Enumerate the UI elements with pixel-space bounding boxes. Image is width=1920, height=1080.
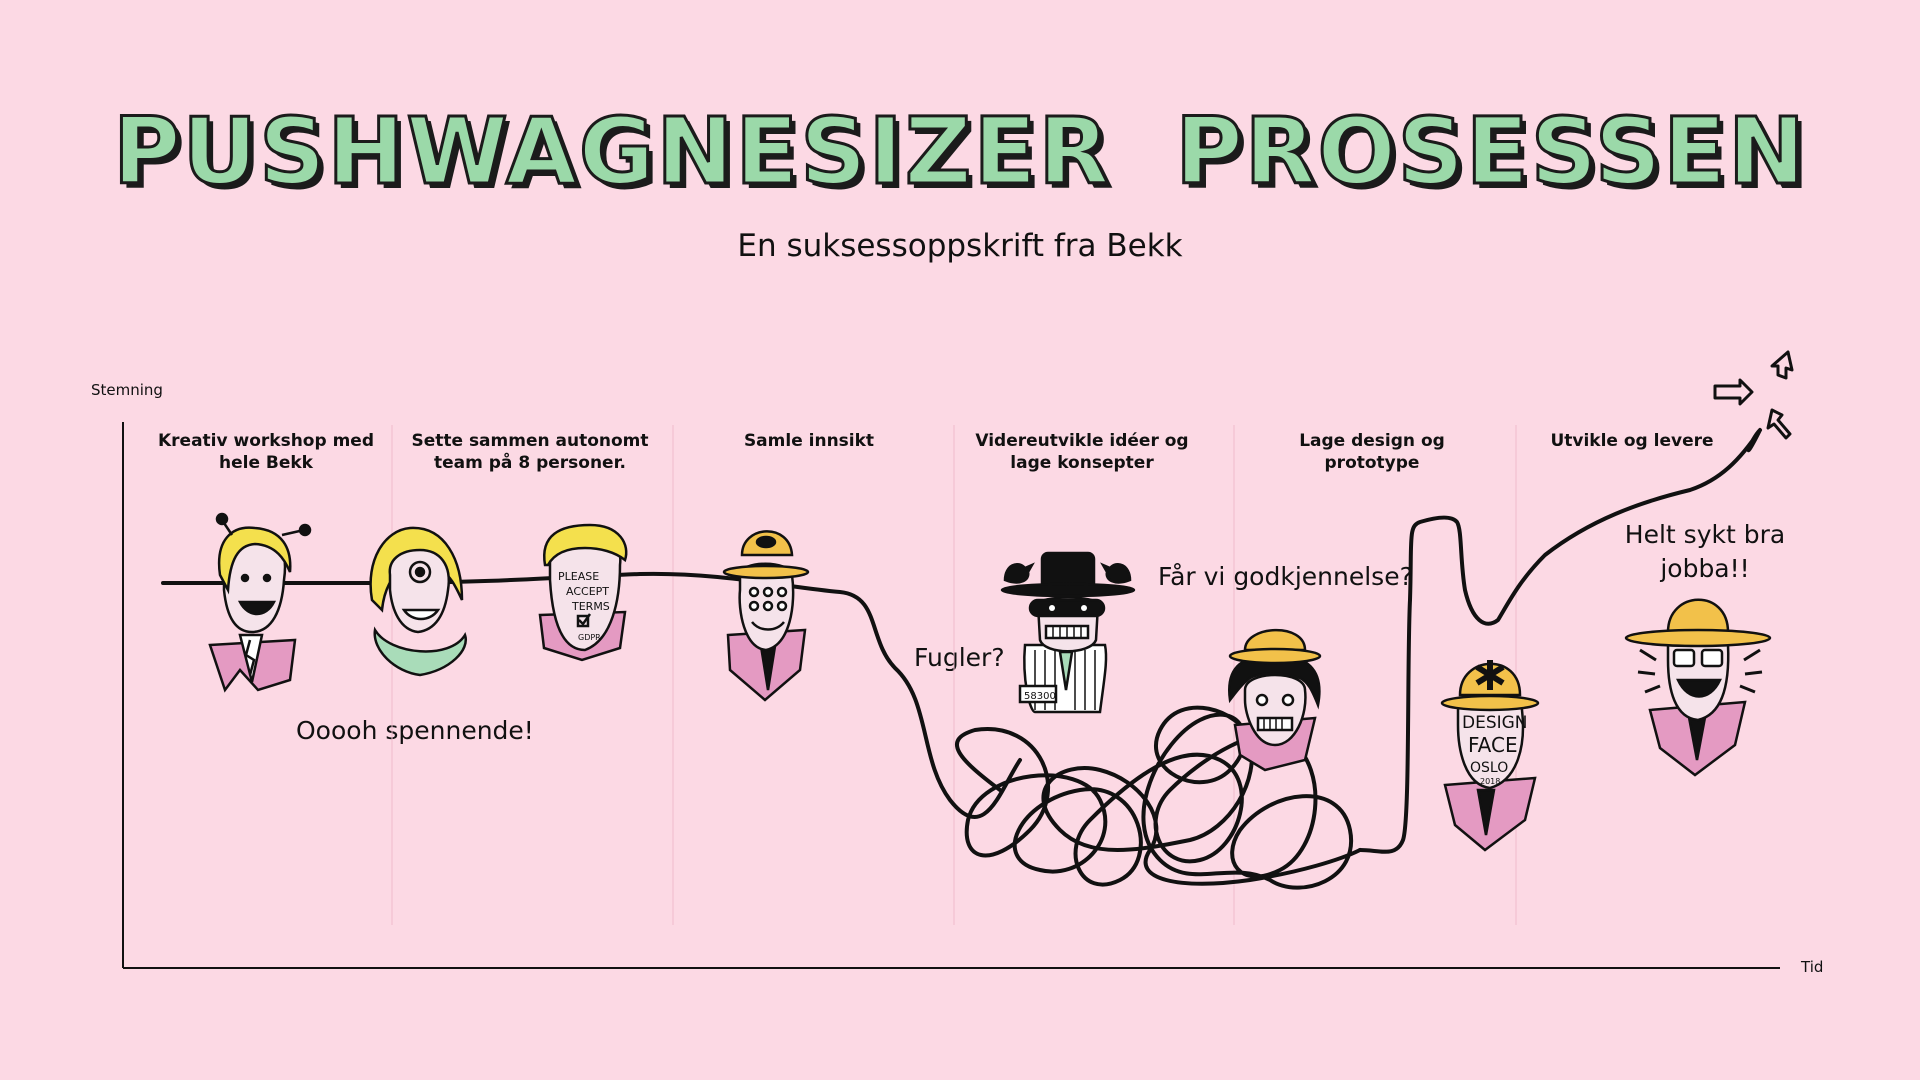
excitement-lines-icon [1637,648,1763,694]
phase-label-design: Lage design og prototype [1299,431,1445,473]
phase-label-concepts: Videreutvikle idéer og lage konsepter [975,431,1189,473]
design-face-line-4: 2018 [1480,777,1500,786]
asterisk-icon [1475,660,1505,690]
mood-line-rise [1358,428,1762,854]
character-cyclops-woman [369,526,467,677]
annotation-exciting: Ooooh spennende! [296,716,534,745]
character-happy-man [1624,598,1772,777]
design-face-line-1: DESIGN [1462,713,1528,733]
character-design-face-man: DESIGN FACE OSLO 2018 [1440,660,1540,852]
prisoner-number: 58300 [1024,691,1056,702]
character-bandit-birds: 58300 [1000,551,1136,714]
terms-sign-line-2: ACCEPT [566,585,609,598]
annotation-approval: Får vi godkjennelse? [1158,562,1413,591]
terms-sign-line-3: TERMS [571,600,610,613]
tangle-scribble [954,705,1362,890]
character-terms-man: PLEASE ACCEPT TERMS GDPR [538,523,628,662]
phase-label-team: Sette sammen autonomt team på 8 personer… [411,431,649,473]
character-antenna-man [208,512,312,693]
y-axis-label: Stemning [91,381,163,399]
character-eye-hat-man [722,530,810,702]
phase-label-deliver: Utvikle og levere [1550,431,1714,451]
design-face-line-2: FACE [1468,733,1518,757]
gdpr-text: GDPR [578,633,601,642]
page-subtitle: En suksessoppskrift fra Bekk [737,228,1183,264]
annotation-birds: Fugler? [914,643,1005,672]
celebration-arrows-icon [1713,350,1794,440]
x-axis-label: Tid [1801,958,1824,976]
annotation-great-job: Helt sykt bra jobba!! [1624,520,1786,583]
bird-icon [1100,562,1132,584]
page-title: PUSHWAGNESIZER PROSESSEN [111,97,1808,207]
terms-sign-line-1: PLEASE [558,570,599,583]
checkbox-icon [576,614,590,628]
phase-label-insight: Samle innsikt [743,431,875,451]
design-face-line-3: OSLO [1470,760,1508,776]
character-wild-hair-man [1227,628,1322,772]
prisoner-number-plate [1018,684,1058,704]
phase-label-workshop: Kreativ workshop med hele Bekk [158,431,374,473]
bird-icon [1003,562,1035,584]
